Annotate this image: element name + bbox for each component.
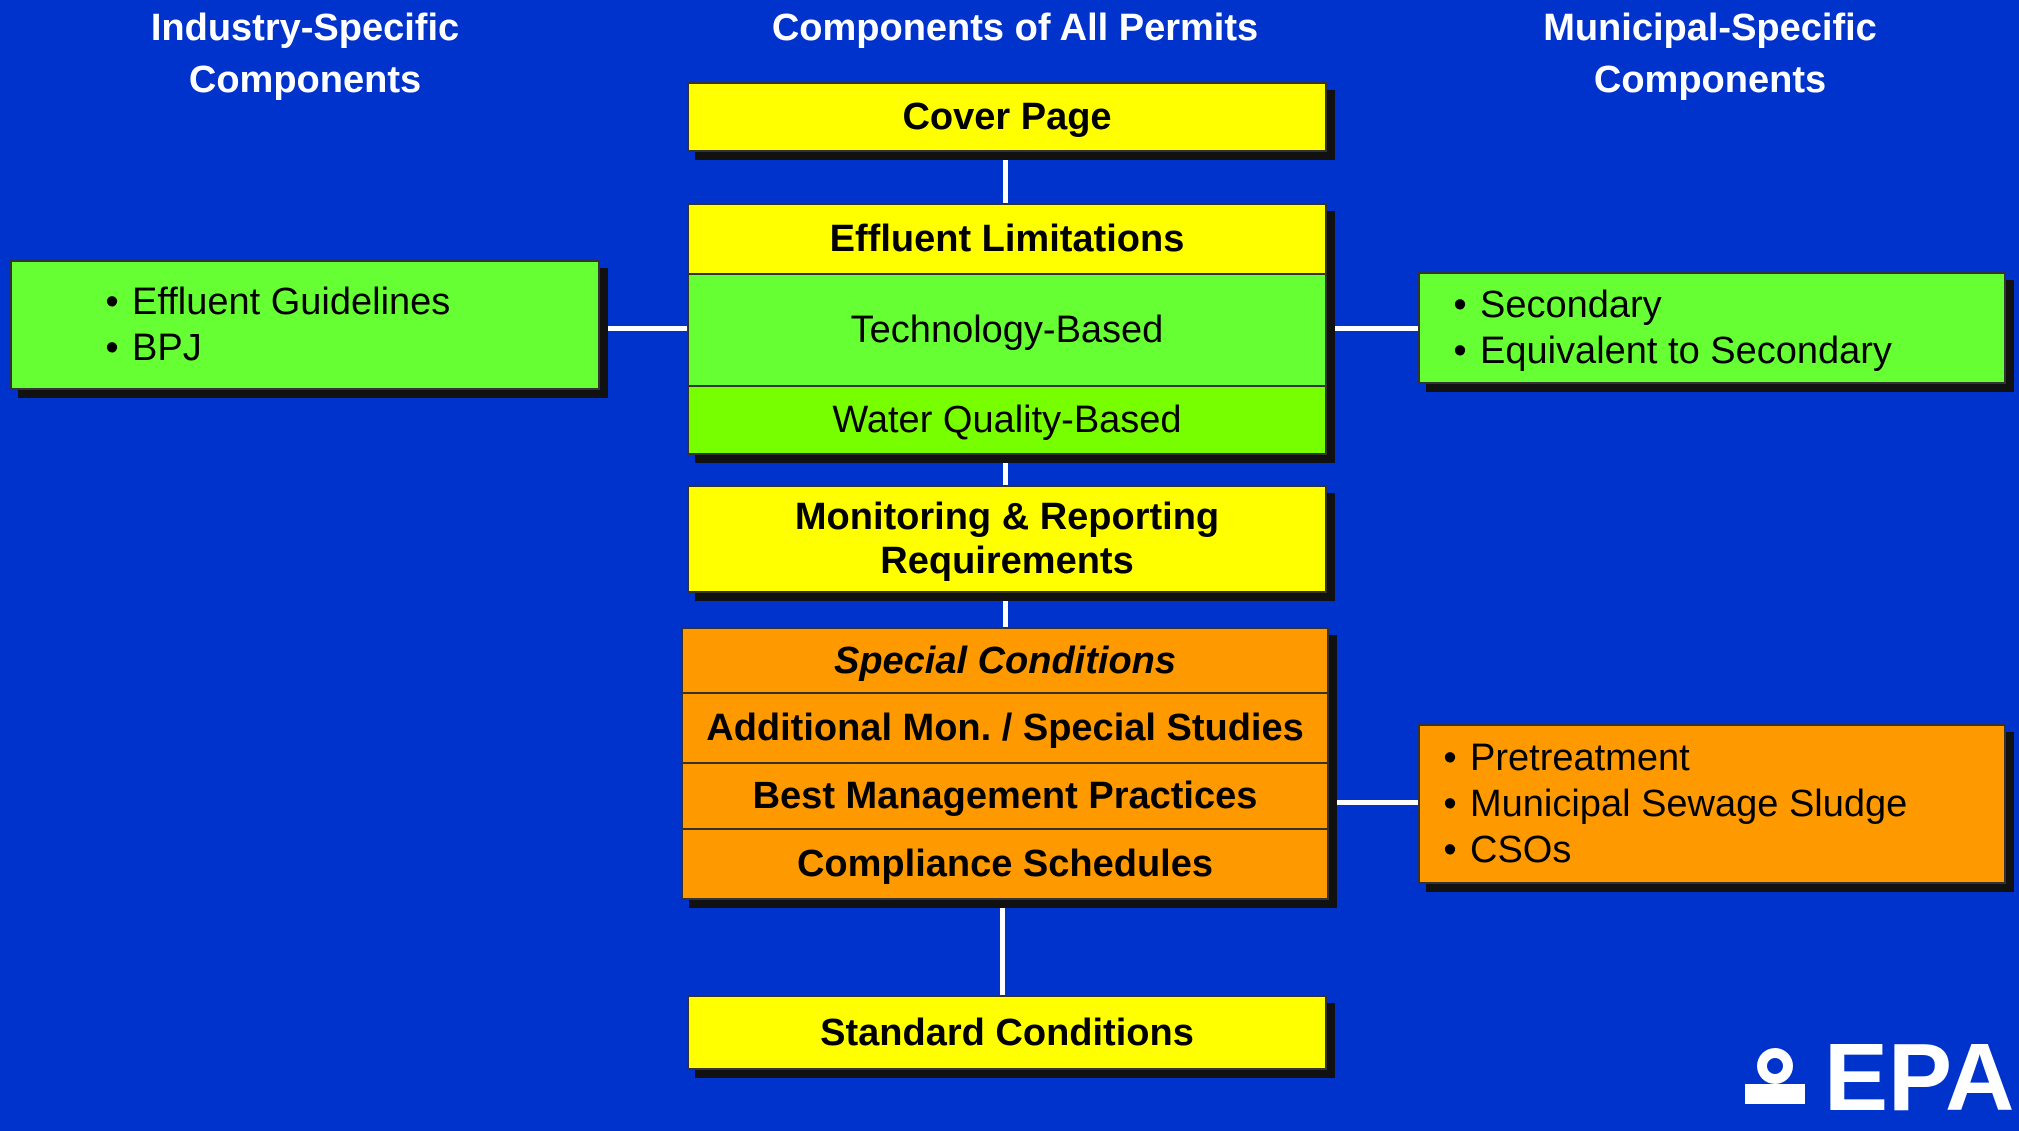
bullet-text: BPJ	[132, 327, 202, 369]
heading-municipal-line2: Components	[1593, 59, 1827, 101]
connector-industry-technology	[605, 326, 688, 331]
cover-page-box: Cover Page	[687, 82, 1327, 152]
bullet-icon: •	[1443, 737, 1457, 779]
epa-logo-text: EPA	[1824, 1024, 2015, 1131]
monitoring-reporting-label: Monitoring & Reporting Requirements	[689, 487, 1325, 591]
connector-cover-effluent	[1003, 155, 1008, 205]
bullet-csos: • CSOs	[1430, 827, 2004, 873]
effluent-limitations-box: Effluent Limitations Technology-Based Wa…	[687, 203, 1327, 455]
epa-flower-icon	[1745, 1048, 1805, 1104]
bullet-icon: •	[1443, 783, 1457, 825]
heading-all-permits: Components of All Permits	[771, 7, 1259, 49]
bullet-icon: •	[1443, 829, 1457, 871]
connector-effluent-monitoring	[1003, 455, 1008, 485]
bullet-text: CSOs	[1470, 829, 1572, 871]
heading-municipal-line1: Municipal-Specific	[1543, 7, 1877, 49]
bullet-sewage-sludge: • Municipal Sewage Sludge	[1430, 781, 2004, 827]
bullet-text: Equivalent to Secondary	[1480, 330, 1892, 372]
connector-special-municipal	[1335, 800, 1419, 805]
bullet-pretreatment: • Pretreatment	[1430, 735, 2004, 781]
special-conditions-title: Special Conditions	[683, 629, 1327, 694]
bullet-icon: •	[1453, 284, 1467, 326]
additional-monitoring-cell: Additional Mon. / Special Studies	[683, 694, 1327, 764]
bullet-equivalent-secondary: • Equivalent to Secondary	[1440, 328, 2004, 374]
water-quality-based-cell: Water Quality-Based	[689, 387, 1325, 453]
bullet-icon: •	[1453, 330, 1467, 372]
bullet-secondary: • Secondary	[1440, 282, 2004, 328]
standard-conditions-label: Standard Conditions	[820, 1011, 1194, 1054]
bullet-text: Effluent Guidelines	[132, 281, 451, 323]
bullet-text: Municipal Sewage Sludge	[1470, 783, 1908, 825]
bullet-bpj: • BPJ	[92, 325, 598, 371]
epa-logo: EPA	[1740, 1030, 2014, 1126]
bullet-icon: •	[105, 327, 119, 369]
best-management-practices-cell: Best Management Practices	[683, 764, 1327, 830]
bullet-text: Pretreatment	[1470, 737, 1690, 779]
special-conditions-box: Special Conditions Additional Mon. / Spe…	[681, 627, 1329, 900]
industry-components-box: • Effluent Guidelines • BPJ	[10, 260, 600, 390]
compliance-schedules-cell: Compliance Schedules	[796, 843, 1213, 885]
connector-technology-municipal	[1335, 326, 1419, 331]
heading-industry-line2: Components	[188, 59, 422, 101]
standard-conditions-box: Standard Conditions	[687, 995, 1327, 1070]
municipal-technology-box: • Secondary • Equivalent to Secondary	[1418, 272, 2006, 384]
monitoring-line2: Requirements	[880, 540, 1134, 582]
municipal-special-box: • Pretreatment • Municipal Sewage Sludge…	[1418, 724, 2006, 884]
heading-industry-specific: Industry-Specific Components	[80, 2, 530, 106]
heading-municipal-specific: Municipal-Specific Components	[1460, 2, 1960, 106]
heading-industry-line1: Industry-Specific	[150, 7, 460, 49]
monitoring-line1: Monitoring & Reporting	[794, 496, 1220, 538]
connector-monitoring-special	[1003, 595, 1008, 627]
monitoring-reporting-box: Monitoring & Reporting Requirements	[687, 485, 1327, 593]
connector-special-standard	[1000, 905, 1005, 997]
bullet-text: Secondary	[1480, 284, 1662, 326]
cover-page-label: Cover Page	[902, 96, 1112, 138]
effluent-limitations-title: Effluent Limitations	[689, 205, 1325, 275]
bullet-icon: •	[105, 281, 119, 323]
bullet-effluent-guidelines: • Effluent Guidelines	[92, 279, 598, 325]
technology-based-cell: Technology-Based	[689, 275, 1325, 387]
